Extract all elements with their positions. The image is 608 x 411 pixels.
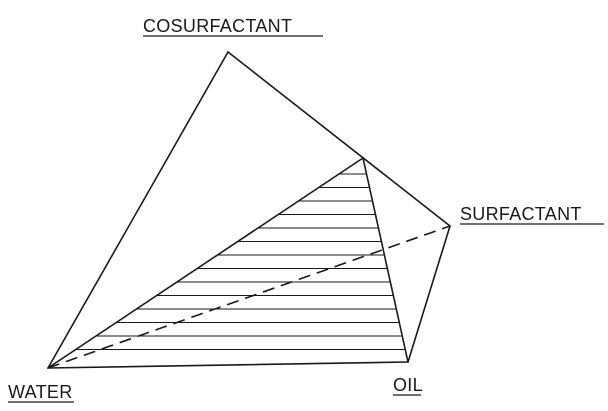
edge-water-surfactant-hidden [47, 225, 451, 369]
edge-water-oil [47, 361, 409, 369]
label-oil: OIL [393, 375, 423, 395]
edge-plane-apex-oil [362, 157, 409, 363]
label-water: WATER [8, 382, 73, 402]
edge-cosurfactant-surfactant [227, 51, 451, 227]
edge-surfactant-oil [407, 225, 451, 363]
edge-water-cosurfactant [47, 51, 229, 369]
label-cosurfactant: COSURFACTANT [143, 16, 292, 36]
edge-water-plane-apex [47, 157, 364, 369]
label-surfactant: SURFACTANT [460, 204, 582, 224]
shaded-plane-hatching [75, 173, 406, 351]
